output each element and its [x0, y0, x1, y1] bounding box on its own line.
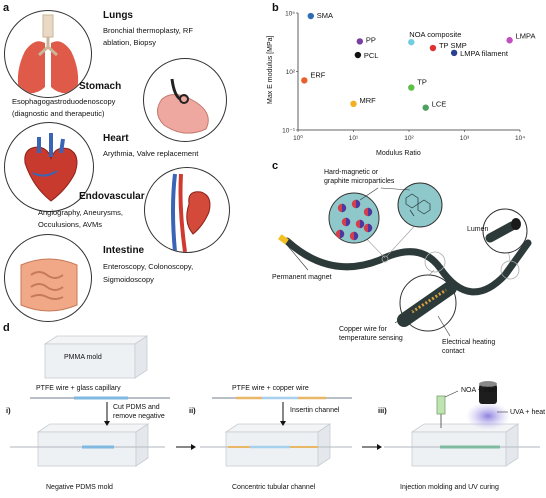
- step-iii-label: iii): [378, 406, 387, 415]
- point-pcl: [354, 51, 362, 59]
- y-tick-label: 10²: [286, 69, 296, 76]
- x-axis-label: Modulus Ratio: [376, 150, 421, 157]
- point-pp: [356, 38, 364, 45]
- lungs-illustration: [4, 10, 92, 98]
- point-label-tp: TP: [417, 78, 427, 87]
- point-lmpa-filament: [450, 49, 458, 57]
- catheter-body: [283, 237, 532, 296]
- endovascular-desc-2: Occulusions, AVMs: [38, 220, 103, 229]
- point-tp-smp: [429, 44, 437, 52]
- microparticle-half: [356, 199, 361, 209]
- microparticle-half: [368, 223, 373, 233]
- stomach-illustration: [143, 58, 227, 142]
- lumen-label: Lumen: [467, 226, 489, 233]
- point-mrf: [350, 100, 357, 108]
- heart-title: Heart: [103, 133, 129, 144]
- catheter-diagram: [278, 182, 532, 337]
- graphite-circle: [397, 182, 443, 228]
- stomach-title: Stomach: [79, 81, 122, 92]
- x-tick-label: 10⁴: [515, 135, 525, 142]
- stomach-desc-2: (diagnostic and therapeutic): [12, 109, 105, 118]
- point-noa-composite: [408, 38, 415, 46]
- uv-lamp: [479, 384, 497, 404]
- heart-desc-1: Arythmia, Valve replacement: [103, 149, 199, 158]
- step-i-label: i): [6, 406, 11, 415]
- injection-molding-label: Injection molding and UV curing: [400, 484, 499, 491]
- point-label-pcl: PCL: [364, 51, 379, 60]
- y-tick-label: 10⁵: [285, 11, 295, 18]
- syringe: [436, 395, 446, 415]
- x-tick-label: 10²: [404, 135, 414, 142]
- intestine-desc-1: Enteroscopy, Colonoscopy,: [103, 262, 194, 271]
- point-label-lmpa: LMPA: [516, 31, 536, 40]
- intestine-title: Intestine: [103, 245, 145, 256]
- cut-pdms-label: Cut PDMS and remove negative: [113, 404, 165, 420]
- microparticles-label: Hard-magnetic or graphite microparticles: [324, 169, 395, 185]
- panel-c-letter: c: [272, 160, 279, 172]
- point-erf: [301, 77, 308, 84]
- point-label-lce: LCE: [432, 100, 447, 109]
- point-label-pp: PP: [366, 35, 376, 44]
- x-tick-label: 10¹: [349, 135, 359, 142]
- point-label-lmpa-filament: LMPA filament: [460, 49, 509, 58]
- microparticle-half: [360, 219, 365, 229]
- point-sma: [307, 12, 314, 20]
- lungs-desc-1: Bronchial thermoplasty, RF: [103, 26, 193, 35]
- panel-b-letter: b: [272, 2, 279, 14]
- panel-a-letter: a: [3, 2, 10, 14]
- pmma-mold-label: PMMA mold: [64, 354, 102, 361]
- intestine-illustration: [4, 234, 92, 322]
- microparticle-half: [368, 207, 373, 217]
- lungs-desc-2: ablation, Biopsy: [103, 38, 156, 47]
- lungs-title: Lungs: [103, 10, 133, 21]
- point-lce: [422, 104, 429, 111]
- microparticle-half: [342, 203, 347, 213]
- intestine-desc-2: Sigmoidoscopy: [103, 275, 154, 284]
- microparticle-half: [346, 217, 351, 227]
- point-lmpa: [506, 37, 513, 44]
- point-label-noa-composite: NOA composite: [409, 30, 461, 39]
- concentric-channel-label: Concentric tubular channel: [232, 484, 316, 491]
- ptfe-copper-label: PTFE wire + copper wire: [232, 385, 309, 392]
- ptfe-glass-label: PTFE wire + glass capillary: [36, 385, 121, 392]
- permanent-magnet-label: Permanent magnet: [272, 274, 332, 281]
- endovascular-illustration: [144, 167, 230, 253]
- uva-heat-label: UVA + heat: [510, 409, 546, 416]
- point-label-mrf: MRF: [360, 96, 377, 105]
- endovascular-desc-1: Angiography, Aneurysms,: [38, 208, 123, 217]
- heating-contact-label: Electrical heating contact: [442, 339, 496, 355]
- modulus-scatter-chart: 10⁰ 10¹ 10² 10³ 10⁴ 10⁻¹ 10² 10⁵ SMA PP PCL NOA co…: [282, 11, 536, 143]
- x-tick-label: 10³: [460, 135, 470, 142]
- copper-wire-label: Copper wire for temperature sensing: [339, 326, 403, 342]
- uva-glow: [466, 402, 510, 430]
- step-ii-label: ii): [189, 406, 196, 415]
- y-tick-label: 10⁻¹: [282, 128, 296, 135]
- negative-mold-label: Negative PDMS mold: [46, 484, 113, 491]
- insert-channel-label: Insertin channel: [290, 407, 340, 414]
- endovascular-title: Endovascular: [79, 191, 145, 202]
- microparticle-half: [354, 231, 359, 241]
- pmma-mold-box: [43, 335, 149, 379]
- x-tick-label: 10⁰: [293, 134, 303, 142]
- heart-illustration: [4, 122, 94, 212]
- noa-filler-label: NOA + filler: [461, 387, 497, 394]
- permanent-magnet: [278, 234, 289, 245]
- panel-d-letter: d: [3, 322, 10, 334]
- stomach-desc-1: Esophagogastroduodenoscopy: [12, 97, 116, 106]
- point-tp: [408, 84, 415, 91]
- point-label-sma: SMA: [317, 11, 333, 20]
- point-label-erf: ERF: [310, 70, 325, 79]
- microparticle-half: [340, 229, 345, 239]
- point-label-tp-smp: TP SMP: [439, 41, 467, 50]
